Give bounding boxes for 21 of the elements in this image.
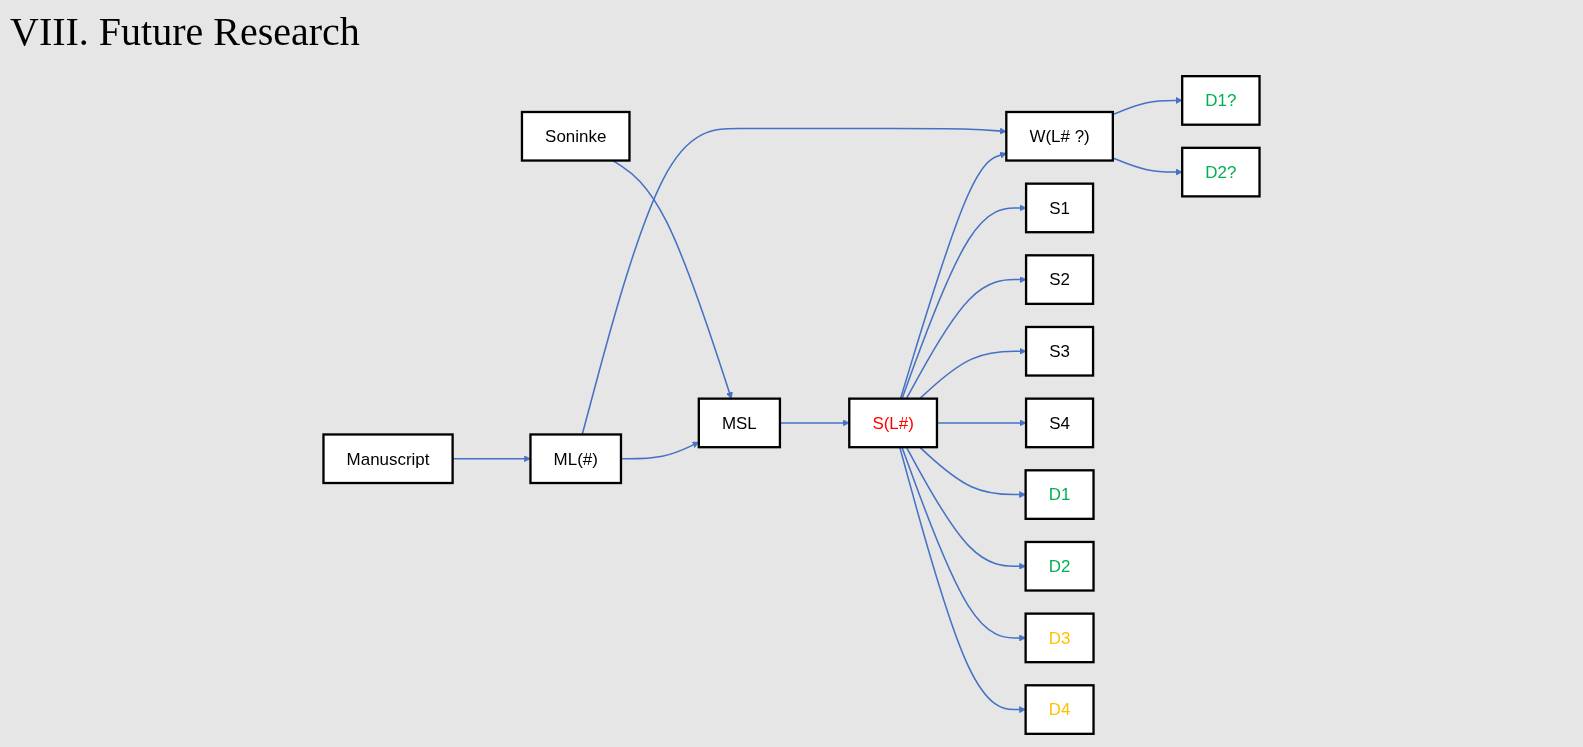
node-box: S4 xyxy=(1024,397,1095,449)
node-box: S3 xyxy=(1024,325,1095,377)
node-box: D1? xyxy=(1181,75,1261,126)
node-box: ML(#) xyxy=(529,433,623,485)
node-box: Manuscript xyxy=(322,433,454,485)
arrow xyxy=(1112,157,1183,176)
arrow xyxy=(936,419,1027,427)
node-box: D1 xyxy=(1024,469,1095,520)
arrow xyxy=(1112,97,1183,116)
arrow xyxy=(779,419,850,427)
node-box: W(L# ?) xyxy=(1005,110,1114,162)
node-box: MSL xyxy=(697,397,782,449)
node-box: S2 xyxy=(1024,254,1095,305)
node-box: D4 xyxy=(1024,684,1095,735)
node-box: D3 xyxy=(1024,612,1095,664)
node-box: S1 xyxy=(1024,182,1095,234)
node-box: S(L#) xyxy=(848,397,939,449)
node-box: D2 xyxy=(1024,540,1095,592)
title: VIII. Future Research xyxy=(10,8,360,55)
node-box: Soninke xyxy=(520,110,631,162)
node-box: D2? xyxy=(1181,146,1261,198)
